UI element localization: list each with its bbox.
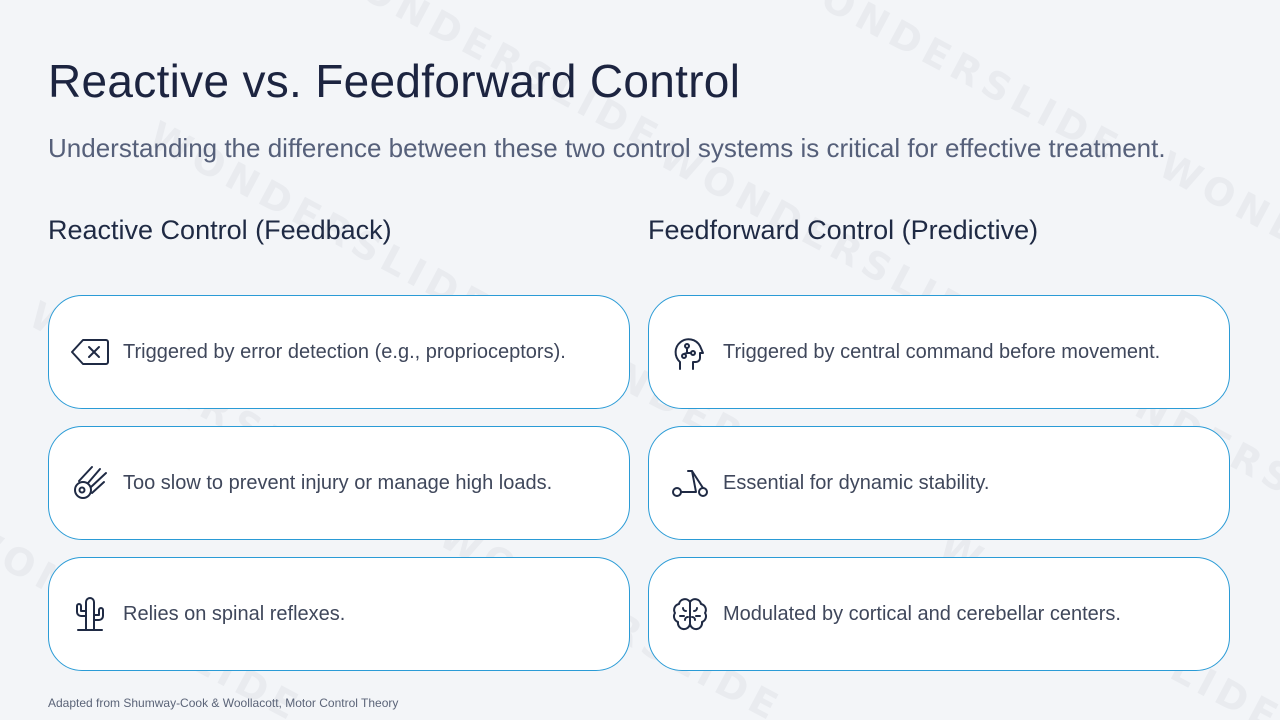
card-text: Essential for dynamic stability. bbox=[723, 471, 990, 494]
feedforward-card-central-command: Triggered by central command before move… bbox=[648, 295, 1230, 409]
backspace-icon bbox=[69, 331, 111, 373]
meteor-icon bbox=[69, 462, 111, 504]
reactive-card-spinal-reflexes: Relies on spinal reflexes. bbox=[48, 557, 630, 671]
slide-subtitle: Understanding the difference between the… bbox=[48, 133, 1166, 163]
feedforward-heading: Feedforward Control (Predictive) bbox=[648, 215, 1039, 245]
scooter-icon bbox=[669, 462, 711, 504]
card-text: Triggered by error detection (e.g., prop… bbox=[123, 340, 566, 363]
reactive-card-error-detection: Triggered by error detection (e.g., prop… bbox=[48, 295, 630, 409]
feedforward-card-cortical-centers: Modulated by cortical and cerebellar cen… bbox=[648, 557, 1230, 671]
card-text: Modulated by cortical and cerebellar cen… bbox=[723, 602, 1121, 625]
source-footnote: Adapted from Shumway-Cook & Woollacott, … bbox=[48, 696, 399, 710]
card-text: Triggered by central command before move… bbox=[723, 340, 1161, 363]
cactus-icon bbox=[69, 593, 111, 635]
card-text: Relies on spinal reflexes. bbox=[123, 602, 346, 625]
slide-title: Reactive vs. Feedforward Control bbox=[48, 55, 741, 107]
reactive-card-too-slow: Too slow to prevent injury or manage hig… bbox=[48, 426, 630, 540]
feedforward-card-dynamic-stability: Essential for dynamic stability. bbox=[648, 426, 1230, 540]
reactive-heading: Reactive Control (Feedback) bbox=[48, 215, 392, 245]
head-circuit-icon bbox=[669, 331, 711, 373]
card-text: Too slow to prevent injury or manage hig… bbox=[123, 471, 553, 494]
brain-icon bbox=[669, 593, 711, 635]
